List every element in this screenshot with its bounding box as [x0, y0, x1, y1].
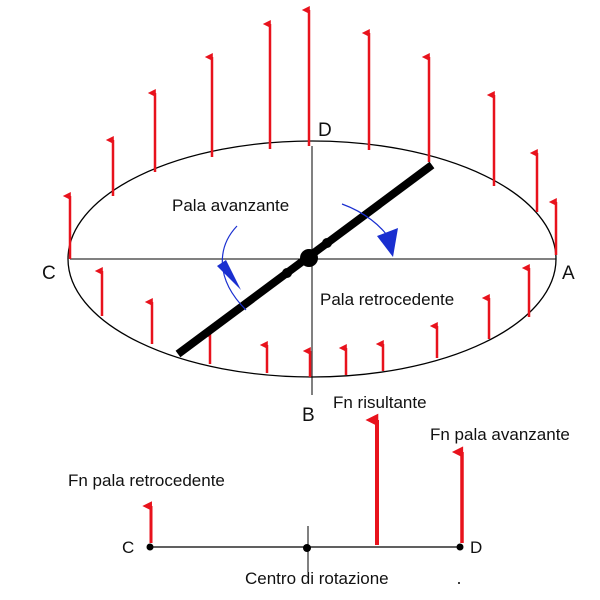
lever-label-d: D [470, 538, 482, 557]
blade-joint-right [322, 238, 332, 248]
lever-point-c [146, 543, 154, 551]
lever-label-c: C [122, 538, 134, 557]
lever-point-center [303, 544, 311, 552]
stray-dot [458, 582, 460, 584]
point-label-c-left: C [42, 263, 56, 284]
point-label-b-bottom: B [302, 405, 315, 426]
point-label-d-top: D [318, 120, 332, 141]
force-label-retreating: Fn pala retrocedente [68, 471, 225, 490]
force-label-resultant: Fn risultante [333, 393, 427, 412]
rotation-arrowhead-advancing [217, 260, 241, 290]
lever-point-d [456, 543, 464, 551]
blade-joint-left [282, 268, 292, 278]
rotor-hub [300, 249, 318, 267]
advancing-blade-label: Pala avanzante [172, 196, 289, 215]
retreating-blade-label: Pala retrocedente [320, 290, 454, 309]
point-label-a-right: A [562, 263, 575, 284]
lift-arrows [62, 5, 558, 377]
rotation-arrowhead-retreating [377, 228, 398, 257]
rotation-center-label: Centro di rotazione [245, 569, 389, 588]
force-label-advancing: Fn pala avanzante [430, 425, 570, 444]
